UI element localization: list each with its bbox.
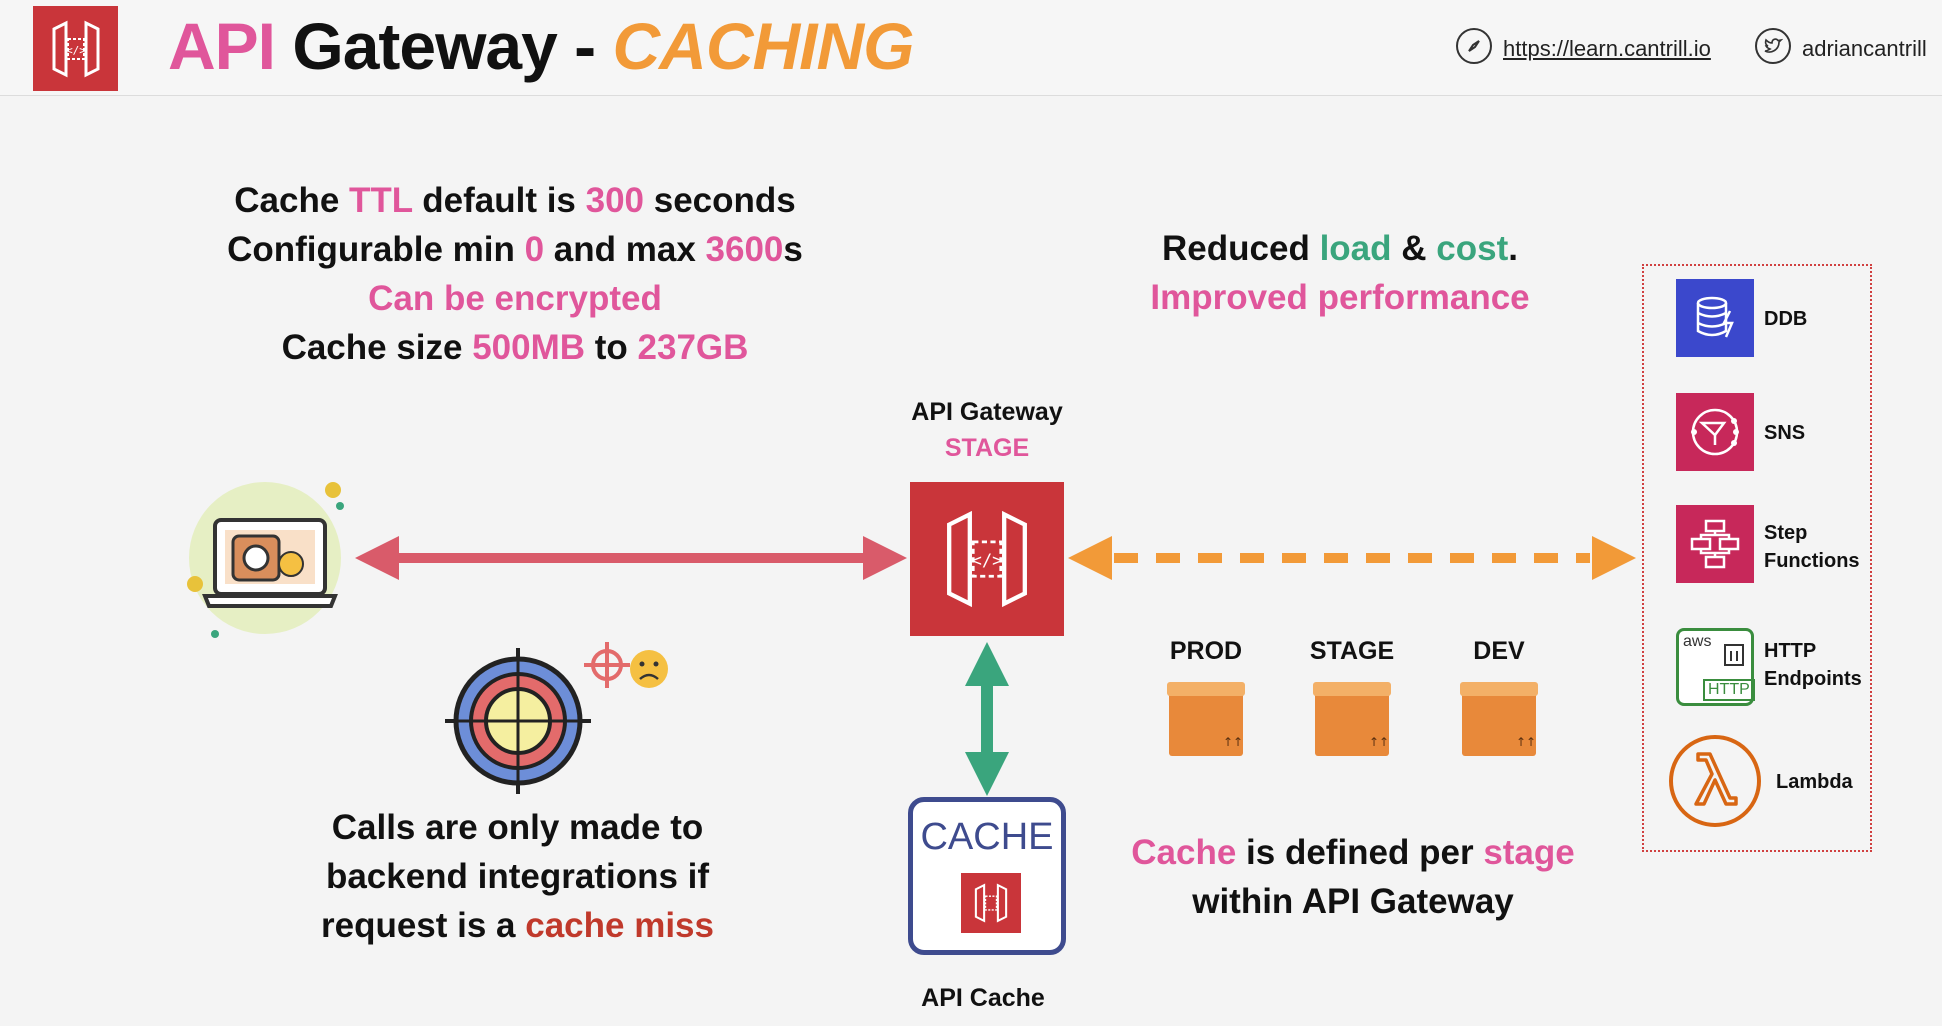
svg-text:</>: </> — [66, 44, 86, 57]
cache-miss-text: Calls are only made to backend integrati… — [320, 808, 714, 945]
api-gateway-logo: </> — [33, 6, 118, 91]
step-functions-icon — [1690, 519, 1740, 569]
page-title: API Gateway - CACHING — [168, 8, 915, 84]
stage-box-prod: ↑↑ — [1167, 682, 1245, 756]
gateway-stage-label: STAGE — [944, 434, 1030, 462]
http-aws-text: aws — [1683, 633, 1712, 650]
step-functions-label: Step Functions — [1764, 519, 1860, 575]
svg-text:↑↑: ↑↑ — [1369, 735, 1389, 749]
dynamodb-icon — [1696, 296, 1734, 338]
stage-note-text: Cache is defined per stage within API Ga… — [1131, 833, 1575, 921]
title-sub: CACHING — [612, 9, 915, 83]
http-endpoint-icon — [1724, 644, 1744, 666]
http-endpoints-label-line2: Endpoints — [1764, 668, 1862, 690]
gateway-title: API Gateway — [911, 398, 1063, 426]
http-endpoints-label: HTTP Endpoints — [1764, 637, 1862, 693]
lambda-icon — [1669, 735, 1761, 827]
cache-settings-text: Cache TTL default is 300 seconds Configu… — [227, 181, 803, 367]
stage-label-stage: STAGE — [1309, 637, 1395, 665]
stage-box-dev: ↑↑ — [1460, 682, 1538, 756]
benefits-text: Reduced load & cost. Improved performanc… — [1150, 229, 1530, 317]
step-functions-label-line1: Step — [1764, 522, 1808, 544]
step-functions-label-line2: Functions — [1764, 550, 1860, 572]
twitter-icon — [1755, 28, 1791, 64]
backend-services-group — [1642, 264, 1872, 852]
api-gateway-icon: </> — [52, 20, 99, 77]
website-link[interactable]: https://learn.cantrill.io — [1503, 36, 1711, 62]
api-gateway-stage: </> — [910, 482, 1064, 636]
gateway-cache-arrow — [965, 642, 1009, 796]
api-gateway-icon: </> — [947, 510, 1027, 608]
api-gateway-icon — [974, 883, 1008, 923]
compass-icon — [1456, 28, 1492, 64]
http-endpoints-service-icon: aws HTTP — [1676, 628, 1755, 706]
step-functions-service-icon — [1676, 505, 1754, 583]
lambda-service-icon — [1668, 734, 1762, 828]
client-laptop — [185, 476, 360, 641]
api-cache-caption: API Cache — [921, 984, 1045, 1012]
http-endpoints-label-line1: HTTP — [1764, 640, 1817, 662]
api-cache-box: CACHE — [908, 797, 1066, 955]
stage-box-stage: ↑↑ — [1313, 682, 1391, 756]
gateway-backend-arrow — [1068, 536, 1636, 580]
header-bar: </> API Gateway - CACHING https://learn.… — [0, 0, 1942, 96]
miss-crosshair-icon — [584, 642, 630, 688]
sns-service-icon — [1676, 393, 1754, 471]
cache-box-label: CACHE — [920, 816, 1054, 858]
ddb-label: DDB — [1764, 308, 1808, 330]
stage-label-dev: DEV — [1473, 637, 1525, 665]
http-http-text: HTTP — [1703, 679, 1755, 701]
website-link-text[interactable]: https://learn.cantrill.io — [1503, 36, 1711, 61]
svg-text:</>: </> — [971, 551, 1002, 571]
sad-face-icon — [630, 650, 668, 688]
svg-text:↑↑: ↑↑ — [1516, 735, 1536, 749]
target-icon — [445, 648, 591, 794]
twitter-handle[interactable]: adriancantrill — [1802, 36, 1927, 61]
stage-label-prod: PROD — [1169, 637, 1243, 665]
lambda-label: Lambda — [1776, 771, 1853, 793]
title-main: Gateway - — [275, 9, 613, 83]
sns-icon — [1691, 408, 1739, 456]
cache-gateway-mini — [961, 873, 1021, 933]
ddb-service-icon — [1676, 279, 1754, 357]
client-gateway-arrow — [355, 536, 907, 580]
sns-label: SNS — [1764, 422, 1806, 444]
title-api: API — [168, 9, 276, 83]
svg-text:↑↑: ↑↑ — [1223, 735, 1243, 749]
